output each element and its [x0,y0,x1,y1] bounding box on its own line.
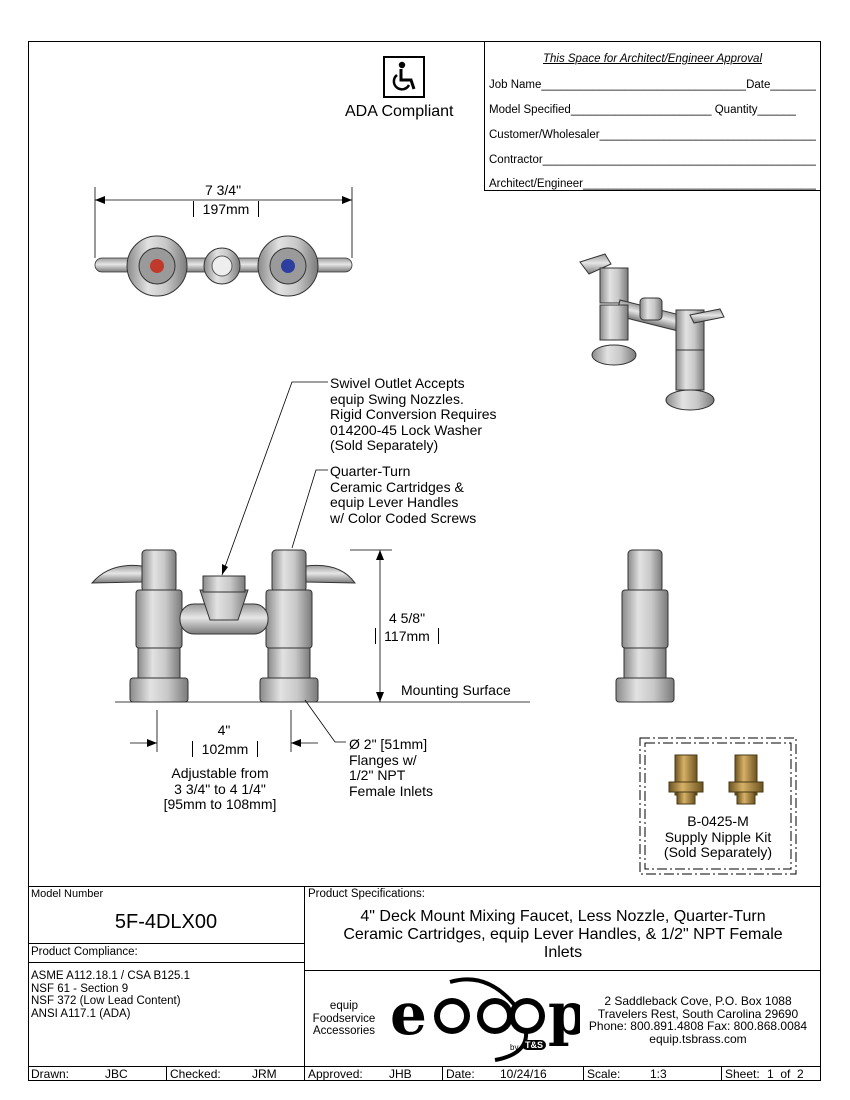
company-address: 2 Saddleback Cove, P.O. Box 1088 Travele… [588,994,808,1046]
scale-value: 1:3 [650,1067,667,1081]
spacing-inches: 4" [217,722,231,738]
equip-logo: e p [390,972,580,1064]
title-block-divider [304,886,305,1081]
contractor-field: Contractor______________________________… [489,154,816,166]
spec-label: Product Specifications: [308,888,425,900]
footer-divider [583,1066,584,1081]
mounting-surface-label: Mounting Surface [401,682,511,698]
svg-text:e: e [390,980,433,1048]
approved-value: JHB [389,1067,412,1081]
sheet-label: Sheet: [725,1067,760,1081]
logo-by: by [510,1043,519,1052]
spec-divider [304,970,821,971]
compliance-list: ASME A112.18.1 / CSA B125.1 NSF 61 - Sec… [31,970,190,1020]
model-divider [28,943,304,944]
checked-label: Checked: [170,1067,221,1081]
title-block-top-line [28,886,821,887]
model-number: 5F-4DLX00 [114,911,218,933]
product-spec: 4" Deck Mount Mixing Faucet, Less Nozzle… [343,908,783,961]
ada-label: ADA Compliant [345,103,454,120]
date-label: Date: [446,1067,475,1081]
footer-divider [442,1066,443,1081]
footer-divider [166,1066,167,1081]
model-specified-field: Model Specified______________________ Qu… [489,104,796,116]
supply-nipple-kit-label: B-0425-M Supply Nipple Kit (Sold Separat… [663,813,773,860]
customer-field: Customer/Wholesaler_____________________… [489,129,816,141]
approved-label: Approved: [308,1067,363,1081]
adjustable-range: Adjustable from 3 3/4" to 4 1/4" [95mm t… [163,765,277,812]
wheelchair-icon [383,56,425,98]
compliance-label: Product Compliance: [31,946,138,958]
architect-field: Architect/Engineer______________________… [489,178,816,190]
compliance-divider [28,962,304,963]
callout-quarter-turn: Quarter-Turn Ceramic Cartridges & equip … [330,463,477,526]
footer-line [28,1066,821,1067]
checked-value: JRM [252,1067,277,1081]
job-name-field: Job Name________________________________… [489,79,816,91]
model-number-label: Model Number [31,888,104,900]
footer-divider [721,1066,722,1081]
height-mm: 117mm [375,628,439,644]
width-inches: 7 3/4" [204,182,242,198]
approval-box: This Space for Architect/Engineer Approv… [484,41,821,191]
spacing-mm: 102mm [192,741,258,757]
date-value: 10/24/16 [500,1067,547,1081]
callout-flanges: Ø 2" [51mm] Flanges w/ 1/2" NPT Female I… [349,736,434,799]
callout-swivel: Swivel Outlet Accepts equip Swing Nozzle… [330,375,497,453]
drawing-sheet [28,41,821,1081]
drawn-label: Drawn: [31,1067,70,1081]
drawn-value: JBC [105,1067,128,1081]
height-inches: 4 5/8" [388,610,426,626]
svg-text:p: p [548,980,580,1048]
approval-header: This Space for Architect/Engineer Approv… [542,53,763,65]
sheet-value: 1 of 2 [767,1067,804,1081]
brand-small: equip Foodservice Accessories [312,1000,376,1037]
width-mm: 197mm [193,201,259,217]
logo-ts: T&S [522,1040,546,1050]
scale-label: Scale: [587,1067,621,1081]
